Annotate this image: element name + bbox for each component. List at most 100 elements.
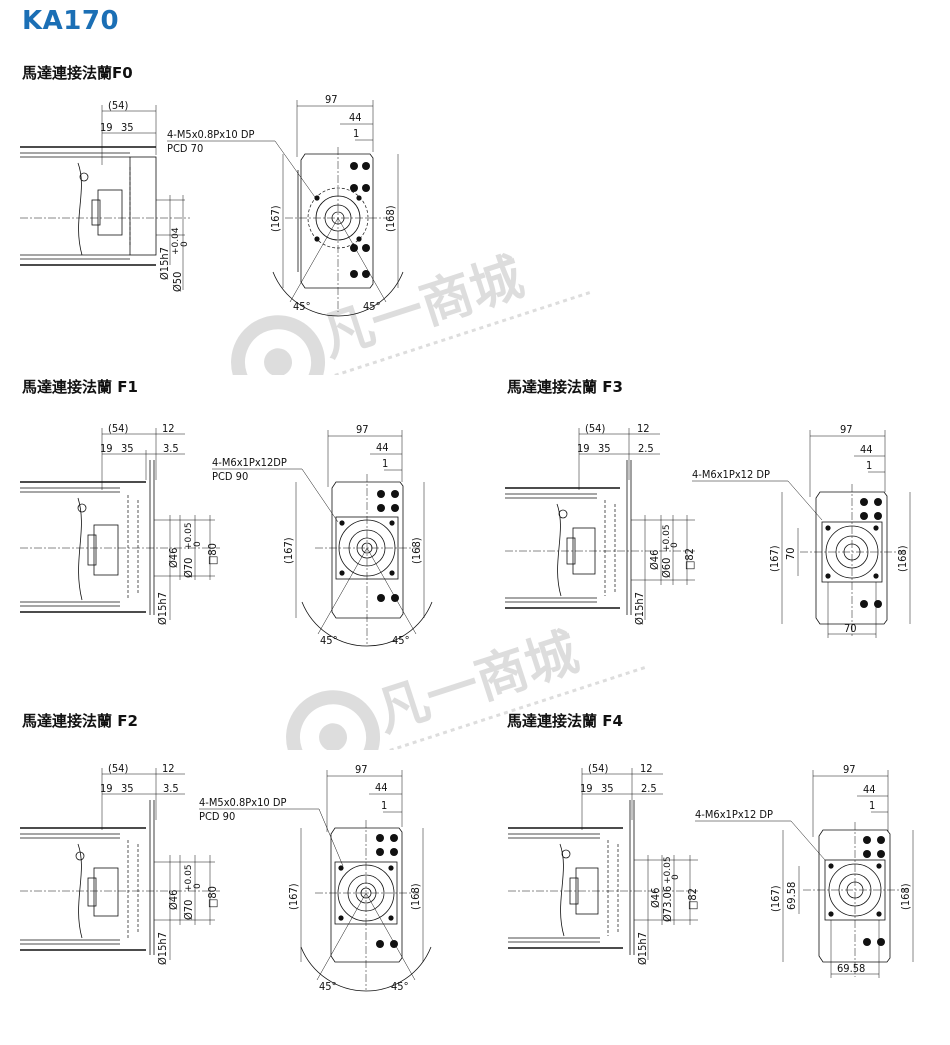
f1-dim-12: 12 [162,422,175,435]
f3-tol-dn: 0 [670,542,680,548]
f4-bore-dia: Ø46 [649,888,662,908]
f4-dim-12: 12 [640,762,653,775]
f1-side-view: (54) 12 19 35 3.5 Ø15h7 Ø46 Ø70 + [20,420,230,630]
f3-dim-2-5: 2.5 [638,442,654,455]
f3-dim-167: (167) [768,545,781,572]
f3-dim-1: 1 [866,459,872,472]
f0-pilot-dia: Ø50 [171,272,184,292]
f4-pilot-dia: Ø73.06 [661,886,674,922]
f3-dim-168: (168) [896,545,909,572]
f4-dim-69-58-horizontal: 69.58 [837,962,865,975]
f0-dim-19: 19 [100,121,113,134]
f4-dim-54: (54) [588,762,608,775]
f4-tol-up: +0.05 [663,856,673,884]
f2-square: □80 [206,886,219,908]
f0-dim-167: (167) [269,205,282,232]
f0-dim-44: 44 [349,111,362,124]
f1-dim-19: 19 [100,442,113,455]
f2-dim-35: 35 [121,782,134,795]
f2-tol-dn: 0 [193,883,203,889]
f2-side-view: (54) 12 19 35 3.5 Ø15h7 Ø46 Ø70 +0.05 [20,760,230,970]
f1-shaft-dia: Ø15h7 [156,592,169,625]
f4-dim-167: (167) [769,885,782,912]
f1-front-view: 4-M6x1Px12DP PCD 90 97 44 1 (167) (168) [210,422,460,652]
f2-screw-spec: 4-M5x0.8Px10 DP [199,796,286,809]
f2-bore-dia: Ø46 [167,890,180,910]
f4-dim-2-5: 2.5 [641,782,657,795]
section-label-f3: 馬達連接法蘭 F3 [507,378,623,396]
f4-front-view: 4-M6x1Px12 DP 97 44 1 (167) 69.58 (168) [693,762,923,987]
f3-front-view: 4-M6x1Px12 DP 97 44 1 (167) 70 (168) [690,422,920,642]
f1-bore-dia: Ø46 [167,548,180,568]
f0-side-view: (54) 19 35 Ø15h7 Ø50 +0.04 0 [20,95,205,305]
f3-dim-44: 44 [860,443,873,456]
f1-dim-1: 1 [382,457,388,470]
section-label-f2: 馬達連接法蘭 F2 [22,712,138,730]
f1-angle-left: 45° [320,634,338,647]
f1-dim-3-5: 3.5 [163,442,179,455]
f3-pilot-dia: Ø60 [660,558,673,578]
f4-screw-spec: 4-M6x1Px12 DP [695,808,773,821]
f2-angle-right: 45° [391,980,409,993]
f1-dim-97: 97 [356,423,369,436]
f1-pilot-dia: Ø70 [182,558,195,578]
f2-dim-97: 97 [355,763,368,776]
f0-angle-right: 45° [363,300,381,313]
f2-dim-54: (54) [108,762,128,775]
f3-dim-12: 12 [637,422,650,435]
f3-tol-up: +0.05 [662,524,672,552]
f4-dim-35: 35 [601,782,614,795]
f4-dim-1: 1 [869,799,875,812]
page-title: KA170 [22,6,120,36]
f2-angle-left: 45° [319,980,337,993]
f2-dim-3-5: 3.5 [163,782,179,795]
f4-square: □82 [686,888,699,910]
f4-dim-44: 44 [863,783,876,796]
f0-screw-pcd: PCD 70 [167,142,203,155]
f3-dim-54: (54) [585,422,605,435]
f3-dim-70-horizontal: 70 [844,622,857,635]
f3-square: □82 [683,548,696,570]
f2-tol-up: +0.05 [184,864,194,892]
f3-screw-spec: 4-M6x1Px12 DP [692,468,770,481]
f0-shaft-dia: Ø15h7 [158,247,171,280]
f1-tol-dn: 0 [193,541,203,547]
f3-bore-dia: Ø46 [648,550,661,570]
section-label-f1: 馬達連接法蘭 F1 [22,378,138,396]
section-label-f4: 馬達連接法蘭 F4 [507,712,623,730]
f2-dim-44: 44 [375,781,388,794]
f2-dim-19: 19 [100,782,113,795]
f3-side-view: (54) 12 19 35 2.5 Ø15h7 Ø46 Ø60 +0.05 [505,420,705,630]
f3-dim-70-vertical: 70 [784,547,797,560]
f3-shaft-dia: Ø15h7 [633,592,646,625]
f4-dim-97: 97 [843,763,856,776]
f0-dim-97: 97 [325,93,338,106]
f3-dim-35: 35 [598,442,611,455]
f0-angle-left: 45° [293,300,311,313]
f1-dim-35: 35 [121,442,134,455]
f4-dim-168: (168) [899,883,912,910]
f4-tol-dn: 0 [671,874,681,880]
f0-tol-dn: 0 [180,241,190,247]
f2-pilot-dia: Ø70 [182,900,195,920]
f2-front-view: 4-M5x0.8Px10 DP PCD 90 97 44 1 (167) (16… [197,762,457,997]
f0-dim-1: 1 [353,127,359,140]
f4-side-view: (54) 12 19 35 2.5 Ø15h7 Ø46 Ø73.06 +0. [508,760,708,970]
f0-dim-168: (168) [384,205,397,232]
f1-dim-54: (54) [108,422,128,435]
f0-dim-54: (54) [108,99,128,112]
f1-angle-right: 45° [392,634,410,647]
f1-screw-pcd: PCD 90 [212,470,248,483]
f2-dim-167: (167) [287,883,300,910]
f4-dim-19: 19 [580,782,593,795]
f3-dim-97: 97 [840,423,853,436]
f1-dim-44: 44 [376,441,389,454]
f2-dim-1: 1 [381,799,387,812]
f1-dim-167: (167) [282,537,295,564]
f0-tol-up: +0.04 [171,227,181,255]
f0-screw-spec: 4-M5x0.8Px10 DP [167,128,254,141]
f1-dim-168: (168) [410,537,423,564]
f1-screw-spec: 4-M6x1Px12DP [212,456,287,469]
f0-front-view: 4-M5x0.8Px10 DP PCD 70 97 44 1 (1 [165,92,425,317]
f0-dim-35: 35 [121,121,134,134]
